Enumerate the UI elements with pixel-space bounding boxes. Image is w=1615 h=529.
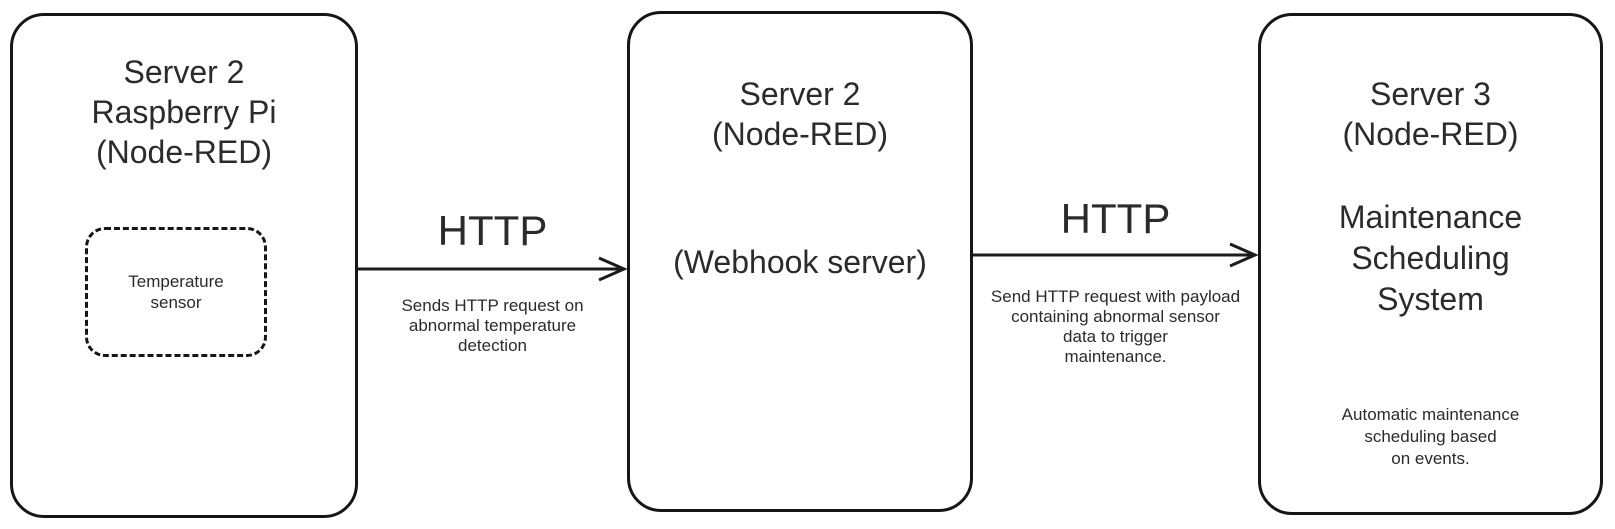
temperature-sensor-node[interactable]: Temperature sensor	[85, 227, 267, 357]
temperature-sensor-label: Temperature sensor	[128, 272, 224, 312]
node-title: Server 3 (Node-RED)	[1342, 76, 1519, 152]
edge-1-protocol-label: HTTP	[437, 207, 548, 254]
node-server2-webhook[interactable]: Server 2 (Node-RED) (Webhook server)	[627, 11, 973, 512]
node-note: Automatic maintenance scheduling based o…	[1341, 405, 1520, 468]
node-server3-maintenance[interactable]: Server 3 (Node-RED) Maintenance Scheduli…	[1258, 13, 1603, 515]
node-server2-raspberry-pi[interactable]: Server 2 Raspberry Pi (Node-RED) Tempera…	[10, 13, 358, 518]
arrow-2	[973, 242, 1259, 268]
node-subtitle: (Webhook server)	[673, 244, 927, 280]
node-subtitle: Maintenance Scheduling System	[1338, 199, 1523, 317]
edge-2-description: Send HTTP request with payload containin…	[990, 287, 1241, 366]
node-title: Server 2 (Node-RED)	[711, 76, 889, 152]
arrow-1	[358, 256, 628, 282]
arrow-1-head	[598, 256, 628, 282]
arrow-2-head	[1229, 242, 1259, 268]
node-title: Server 2 Raspberry Pi (Node-RED)	[91, 54, 277, 170]
edge-1-description: Sends HTTP request on abnormal temperatu…	[401, 296, 584, 355]
edge-2-protocol-label: HTTP	[1060, 195, 1171, 242]
